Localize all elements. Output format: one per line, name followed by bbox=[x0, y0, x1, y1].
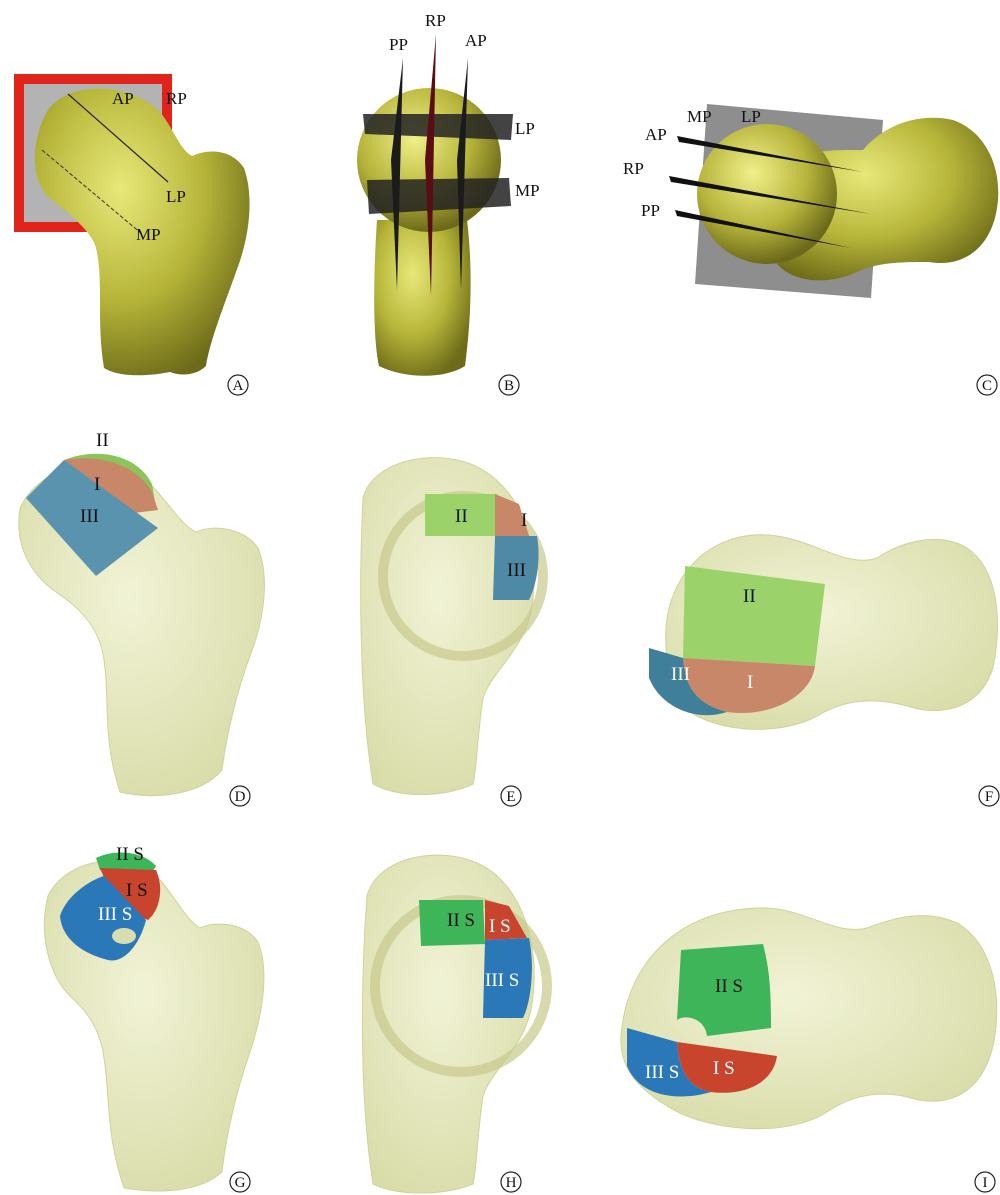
label-zone-iii: III bbox=[671, 664, 690, 685]
panel-i: II S I S III S I bbox=[667, 796, 1000, 1194]
label-lp: LP bbox=[515, 119, 535, 138]
label-zone-ii-s: II S bbox=[715, 976, 743, 997]
panel-badge-letter: A bbox=[233, 378, 244, 394]
label-zone-i: I bbox=[94, 474, 100, 495]
label-mp: MP bbox=[515, 181, 540, 200]
label-pp: PP bbox=[641, 201, 660, 220]
label-mp: MP bbox=[687, 107, 712, 126]
label-zone-i-s: I S bbox=[489, 916, 511, 937]
label-ap: AP bbox=[645, 125, 667, 144]
label-zone-i-s: I S bbox=[126, 880, 148, 901]
panel-f-figure: II I III F bbox=[667, 398, 1000, 796]
label-rp: RP bbox=[166, 89, 187, 108]
label-zone-iii-s: III S bbox=[645, 1062, 679, 1083]
panel-badge-letter: B bbox=[504, 378, 514, 394]
label-lp: LP bbox=[741, 107, 761, 126]
panel-c: MP LP AP RP PP C bbox=[667, 0, 1000, 398]
femur-shaft bbox=[374, 220, 470, 376]
label-mp: MP bbox=[136, 225, 161, 244]
label-ap: AP bbox=[465, 31, 487, 50]
panel-f: II I III F bbox=[667, 398, 1000, 796]
panel-e-figure: II I III E bbox=[333, 398, 666, 796]
panel-b: PP RP AP LP MP B bbox=[333, 0, 666, 398]
label-zone-ii-s: II S bbox=[116, 844, 144, 865]
label-ap: AP bbox=[112, 89, 134, 108]
label-zone-iii-s: III S bbox=[98, 904, 132, 925]
panel-d-figure: II I III D bbox=[0, 398, 333, 796]
label-rp: RP bbox=[623, 159, 644, 178]
panel-g-figure: II S I S III S G bbox=[0, 796, 333, 1194]
label-zone-i-s: I S bbox=[713, 1058, 735, 1079]
panel-i-figure: II S I S III S I bbox=[667, 796, 1000, 1194]
label-zone-ii: II bbox=[743, 586, 756, 607]
panel-badge-letter: I bbox=[983, 1175, 988, 1191]
panel-badge-letter: H bbox=[506, 1175, 517, 1191]
panel-g: II S I S III S G bbox=[0, 796, 333, 1194]
panel-badge-letter: G bbox=[235, 1175, 246, 1191]
label-zone-iii-s: III S bbox=[485, 970, 519, 991]
label-zone-ii-s: II S bbox=[447, 910, 475, 931]
panel-h-figure: II S I S III S H bbox=[333, 796, 666, 1194]
label-zone-iii: III bbox=[80, 506, 99, 527]
panel-a-figure: AP RP LP MP A bbox=[0, 0, 333, 398]
panel-b-figure: PP RP AP LP MP B bbox=[333, 0, 666, 398]
panel-a: AP RP LP MP A bbox=[0, 0, 333, 398]
label-zone-ii: II bbox=[455, 506, 468, 527]
label-zone-ii: II bbox=[96, 430, 109, 451]
label-pp: PP bbox=[389, 35, 408, 54]
panel-e: II I III E bbox=[333, 398, 666, 796]
panel-badge-letter: C bbox=[982, 378, 992, 394]
label-rp: RP bbox=[425, 11, 446, 30]
label-lp: LP bbox=[166, 187, 186, 206]
panel-d: II I III D bbox=[0, 398, 333, 796]
label-zone-i: I bbox=[747, 672, 753, 693]
label-zone-i: I bbox=[521, 510, 527, 531]
label-zone-iii: III bbox=[507, 560, 526, 581]
panel-c-figure: MP LP AP RP PP C bbox=[667, 0, 1000, 398]
panel-h: II S I S III S H bbox=[333, 796, 666, 1194]
